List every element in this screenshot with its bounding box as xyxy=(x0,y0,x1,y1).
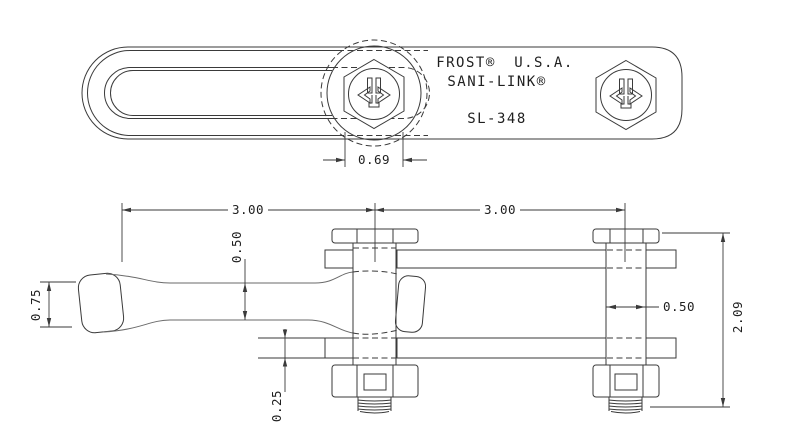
dim-plate-thickness-text: 0.25 xyxy=(269,390,284,422)
brand-text: FROST® xyxy=(436,55,496,71)
pitch-extension-lines xyxy=(121,203,626,262)
dim-plate-thickness: 0.25 xyxy=(258,329,326,422)
dim-bar-end-height: 0.75 xyxy=(28,281,76,328)
left-bolt-head xyxy=(343,58,405,130)
right-nut-slot xyxy=(614,373,638,391)
right-pin-head xyxy=(592,228,660,244)
left-nut-slot xyxy=(363,373,387,391)
rod-end-section xyxy=(77,272,125,334)
product-text: SANI-LINK® xyxy=(447,74,546,90)
washer-circle xyxy=(326,45,422,141)
mating-rod-section xyxy=(394,275,427,333)
right-pin-threads xyxy=(608,397,643,414)
dim-bar-height-text: 0.50 xyxy=(229,231,244,263)
loop-inner-edge xyxy=(87,50,338,136)
dim-pitch-right-text: 3.00 xyxy=(484,202,516,217)
dim-pitch-left: 3.00 xyxy=(122,202,375,217)
frost-logo-drive-right xyxy=(609,78,643,109)
dim-pin-width-text: 0.50 xyxy=(663,299,695,314)
right-bolt-head xyxy=(595,59,657,131)
slot-hidden-end xyxy=(332,67,430,119)
dim-bolt-offset-text: 0.69 xyxy=(358,152,390,167)
dim-overall-height: 2.09 xyxy=(650,232,745,408)
right-pin xyxy=(592,228,660,414)
top-view-plan: FROST® U.S.A. SANI-LINK® SL-348 0.69 xyxy=(81,39,683,167)
model-text: SL-348 xyxy=(467,111,527,127)
dim-bar-end-height-text: 0.75 xyxy=(28,289,43,321)
dim-pitch-left-text: 3.00 xyxy=(232,202,264,217)
bottom-plate-section xyxy=(324,337,677,359)
slot-outline xyxy=(104,67,332,119)
side-section-view: 3.00 3.00 0.50 0.75 0.25 xyxy=(28,202,745,422)
left-pin-threads xyxy=(357,397,392,414)
dim-pin-width: 0.50 xyxy=(606,299,695,314)
right-pin-nut xyxy=(592,364,660,398)
country-text: U.S.A. xyxy=(514,55,574,71)
left-pin-nut xyxy=(331,364,419,398)
top-plate-section xyxy=(324,249,677,269)
slot-inner-edge xyxy=(110,70,332,116)
dim-overall-height-text: 2.09 xyxy=(730,301,745,333)
rod-profile xyxy=(102,270,399,335)
washer-hidden-circle xyxy=(320,39,428,147)
dim-pitch-right: 3.00 xyxy=(375,202,625,217)
dim-bar-height: 0.50 xyxy=(229,231,248,320)
frost-logo-drive-left xyxy=(357,77,391,108)
link-outer-outline xyxy=(81,46,683,140)
dim-bolt-offset: 0.69 xyxy=(323,132,427,167)
